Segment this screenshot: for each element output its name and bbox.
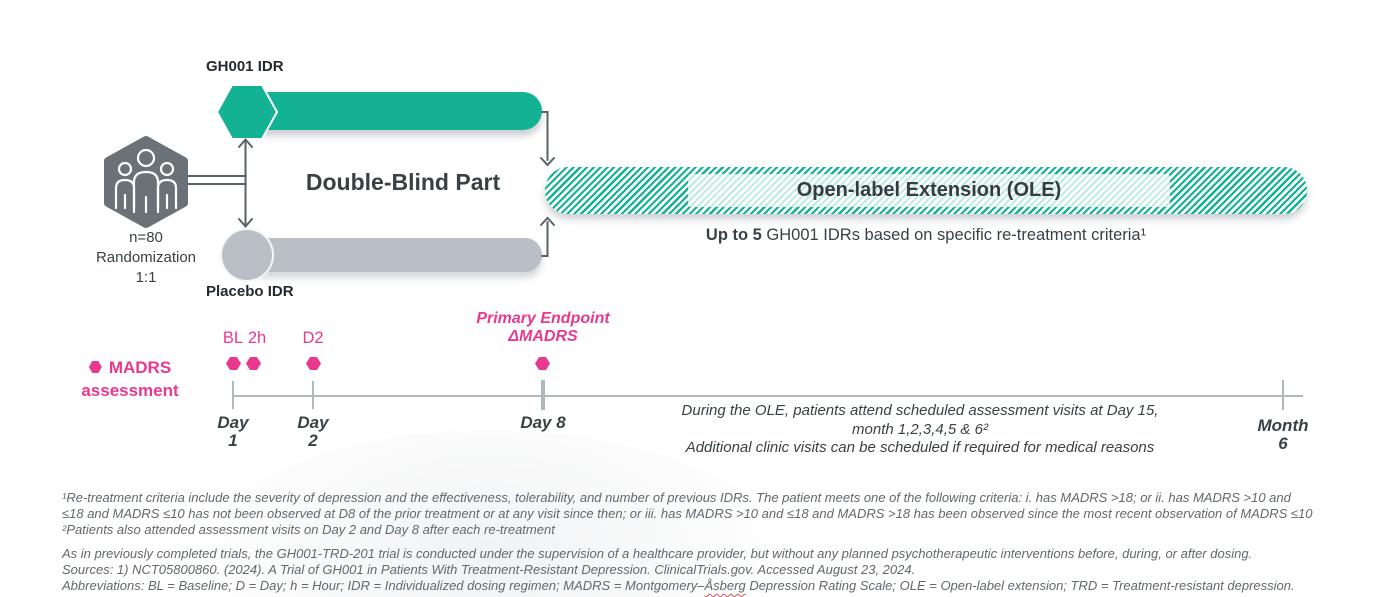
double-blind-part-label: Double-Blind Part (305, 169, 501, 195)
gh001-treatment-bar (240, 92, 542, 130)
ole-label-panel: Open-label Extension (OLE) (688, 174, 1170, 207)
ole-note-line3: Additional clinic visits can be schedule… (685, 439, 1155, 456)
axis-label-day1-word: Day (217, 413, 249, 432)
axis-label-day2-num: 2 (308, 431, 318, 450)
footnote-supervision: As in previously completed trials, the G… (62, 546, 1253, 561)
axis-label-day1: Day 1 (217, 414, 248, 450)
abbreviations-asberg: Åsberg (704, 578, 746, 593)
population-randomization: Randomization (95, 249, 197, 266)
marker-label-d2: D2 (302, 329, 324, 347)
axis-label-day8: Day 8 (520, 413, 566, 432)
footnote-block-1: ¹Re-treatment criteria include the sever… (62, 490, 1382, 538)
ole-subtext-rest: GH001 IDRs based on specific re-treatmen… (761, 226, 1147, 244)
marker-label-bl: BL (222, 329, 244, 347)
placebo-treatment-bar (247, 238, 542, 272)
madrs-hexagon-icon (88, 361, 102, 373)
abbreviations-post: Depression Rating Scale; OLE = Open-labe… (745, 578, 1295, 593)
ole-label: Open-label Extension (OLE) (796, 179, 1062, 201)
axis-label-month6: Month 6 (1258, 417, 1309, 453)
tick-day8 (541, 380, 545, 410)
ole-subtext: Up to 5 GH001 IDRs based on specific re-… (545, 226, 1307, 245)
timeline-axis (233, 395, 1303, 397)
population-n: n=80 (129, 229, 163, 246)
primary-endpoint-label: Primary Endpoint ΔMADRS (476, 310, 609, 346)
axis-label-day2: Day 2 (297, 414, 328, 450)
tick-day1 (232, 381, 234, 409)
marker-label-2h: 2h (247, 329, 267, 347)
gh001-dose-hexagon-icon (216, 84, 278, 140)
gh001-arm-label: GH001 IDR (206, 58, 284, 75)
axis-label-day2-word: Day (297, 413, 329, 432)
madrs-dot-2h (246, 357, 261, 370)
madrs-legend-line1: MADRS (108, 358, 172, 377)
placebo-dose-circle (220, 228, 274, 282)
footnote-retreatment-line2: ≤18 and MADRS ≤10 has not been observed … (62, 506, 1313, 521)
axis-label-month6-word: Month (1257, 416, 1309, 435)
patient-population-icon (104, 136, 188, 228)
abbreviations-pre: Abbreviations: BL = Baseline; D = Day; h… (62, 578, 705, 593)
footnote-retreatment-line1: ¹Re-treatment criteria include the sever… (62, 490, 1291, 505)
axis-label-month6-num: 6 (1278, 434, 1288, 453)
footnote-sources: Sources: 1) NCT05800860. (2024). A Trial… (62, 562, 916, 577)
madrs-dot-day8 (535, 357, 550, 370)
footnote-abbreviations: Abbreviations: BL = Baseline; D = Day; h… (62, 578, 1382, 594)
madrs-legend-line2: assessment (81, 381, 179, 400)
ole-subtext-bold: Up to 5 (705, 226, 762, 244)
madrs-dot-bl (226, 357, 241, 370)
footnote-assessment-visits: ²Patients also attended assessment visit… (62, 522, 555, 537)
population-ratio: 1:1 (135, 269, 157, 286)
ole-note-line2: month 1,2,3,4,5 & 6² (852, 420, 988, 438)
ole-bar: Open-label Extension (OLE) (545, 167, 1307, 214)
population-info: n=80 Randomization 1:1 (76, 228, 216, 288)
ole-schedule-note: During the OLE, patients attend schedule… (630, 402, 1210, 458)
tick-month6 (1282, 380, 1284, 410)
axis-label-day1-num: 1 (228, 431, 238, 450)
footnote-block-2: As in previously completed trials, the G… (62, 546, 1382, 594)
placebo-arm-label: Placebo IDR (206, 283, 294, 300)
primary-endpoint-line1: Primary Endpoint (476, 310, 610, 327)
madrs-assessment-legend: MADRS assessment (55, 356, 205, 402)
ole-note-line1: During the OLE, patients attend schedule… (681, 402, 1159, 419)
madrs-dot-d2 (306, 357, 321, 370)
tick-day2 (312, 381, 314, 409)
primary-endpoint-line2: ΔMADRS (508, 328, 578, 345)
